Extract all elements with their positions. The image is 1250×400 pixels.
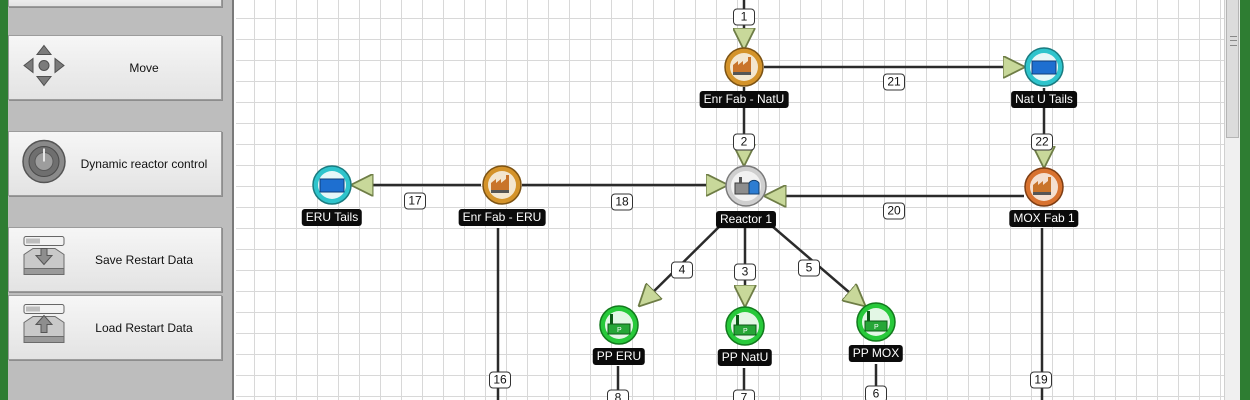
factory-icon — [1033, 177, 1051, 195]
load-restart-data-label: Load Restart Data — [95, 320, 193, 335]
dynamic-reactor-control-label: Dynamic reactor control — [80, 156, 208, 171]
edge-label-4[interactable]: 4 — [671, 261, 693, 279]
edge-label-16[interactable]: 16 — [489, 371, 511, 389]
move-label: Move — [129, 60, 159, 75]
reactor-1-node[interactable] — [725, 165, 767, 207]
move-arrows-icon — [21, 42, 67, 93]
edge-label-18[interactable]: 18 — [611, 193, 633, 211]
node-label-enr-fab-eru: Enr Fab - ERU — [458, 209, 546, 226]
svg-text:P: P — [617, 327, 622, 334]
dynamic-reactor-control-button[interactable]: Dynamic reactor control — [8, 131, 222, 196]
node-label-pp-natu: PP NatU — [717, 349, 773, 366]
pool-icon: P — [607, 314, 631, 335]
node-label-eru-tails: ERU Tails — [301, 209, 363, 226]
eru-tails-node[interactable] — [312, 165, 352, 205]
pp-mox-node[interactable]: P — [856, 302, 896, 342]
vertical-scrollbar[interactable] — [1224, 0, 1241, 400]
enr-fab-natu-node[interactable] — [724, 47, 764, 87]
node-label-pp-eru: PP ERU — [592, 348, 646, 365]
save-restart-data-label: Save Restart Data — [94, 252, 194, 267]
edge-label-8[interactable]: 8 — [607, 389, 629, 400]
load-restart-data-button[interactable]: Load Restart Data — [8, 295, 222, 360]
edge-label-5[interactable]: 5 — [798, 259, 820, 277]
move-button[interactable]: Move — [8, 35, 222, 100]
mox-fab-1-node[interactable] — [1024, 167, 1064, 207]
network-canvas[interactable]: P P P Enr Fab - NatU Nat U Tails ERU — [236, 0, 1224, 400]
pool-icon: P — [864, 311, 888, 332]
node-label-reactor-1: Reactor 1 — [715, 211, 777, 228]
factory-icon — [733, 57, 751, 75]
edge-label-3[interactable]: 3 — [734, 263, 756, 281]
network-diagram: P P P — [312, 0, 1064, 400]
load-drive-icon — [21, 302, 67, 353]
scrollbar-grip-icon — [1230, 36, 1237, 46]
pool-icon: P — [733, 315, 757, 336]
node-label-mox-fab-1: MOX Fab 1 — [1009, 210, 1079, 227]
edge-label-7[interactable]: 7 — [733, 389, 755, 400]
factory-icon — [491, 175, 509, 193]
nat-u-tails-node[interactable] — [1024, 47, 1064, 87]
edge-label-19[interactable]: 19 — [1030, 371, 1052, 389]
enr-fab-eru-node[interactable] — [482, 165, 522, 205]
edge-label-6[interactable]: 6 — [865, 385, 887, 400]
pp-eru-node[interactable]: P — [599, 305, 639, 345]
pp-natu-node[interactable]: P — [725, 306, 765, 346]
tool-sidebar: Move Dynamic reactor control Save Restar… — [8, 0, 234, 400]
svg-text:P: P — [874, 324, 879, 331]
save-restart-data-button[interactable]: Save Restart Data — [8, 227, 222, 292]
svg-text:P: P — [743, 328, 748, 335]
edge-label-1[interactable]: 1 — [733, 8, 755, 26]
node-label-enr-fab-natu: Enr Fab - NatU — [699, 91, 789, 108]
storage-tank-icon — [319, 178, 345, 193]
dial-icon — [21, 138, 67, 189]
window-frame-left — [0, 0, 8, 400]
node-label-nat-u-tails: Nat U Tails — [1011, 91, 1077, 108]
edge-label-2[interactable]: 2 — [733, 133, 755, 151]
edge-4[interactable] — [640, 213, 733, 305]
edge-label-21[interactable]: 21 — [883, 73, 905, 91]
edge-label-22[interactable]: 22 — [1031, 133, 1053, 151]
reactor-icon — [734, 177, 760, 195]
edge-label-20[interactable]: 20 — [883, 202, 905, 220]
storage-tank-icon — [1031, 60, 1057, 75]
save-drive-icon — [21, 234, 67, 285]
edge-label-17[interactable]: 17 — [404, 192, 426, 210]
window-frame-right — [1240, 0, 1250, 400]
scrollbar-thumb[interactable] — [1226, 0, 1239, 138]
top-button-partial[interactable] — [8, 0, 222, 7]
node-label-pp-mox: PP MOX — [848, 345, 904, 362]
